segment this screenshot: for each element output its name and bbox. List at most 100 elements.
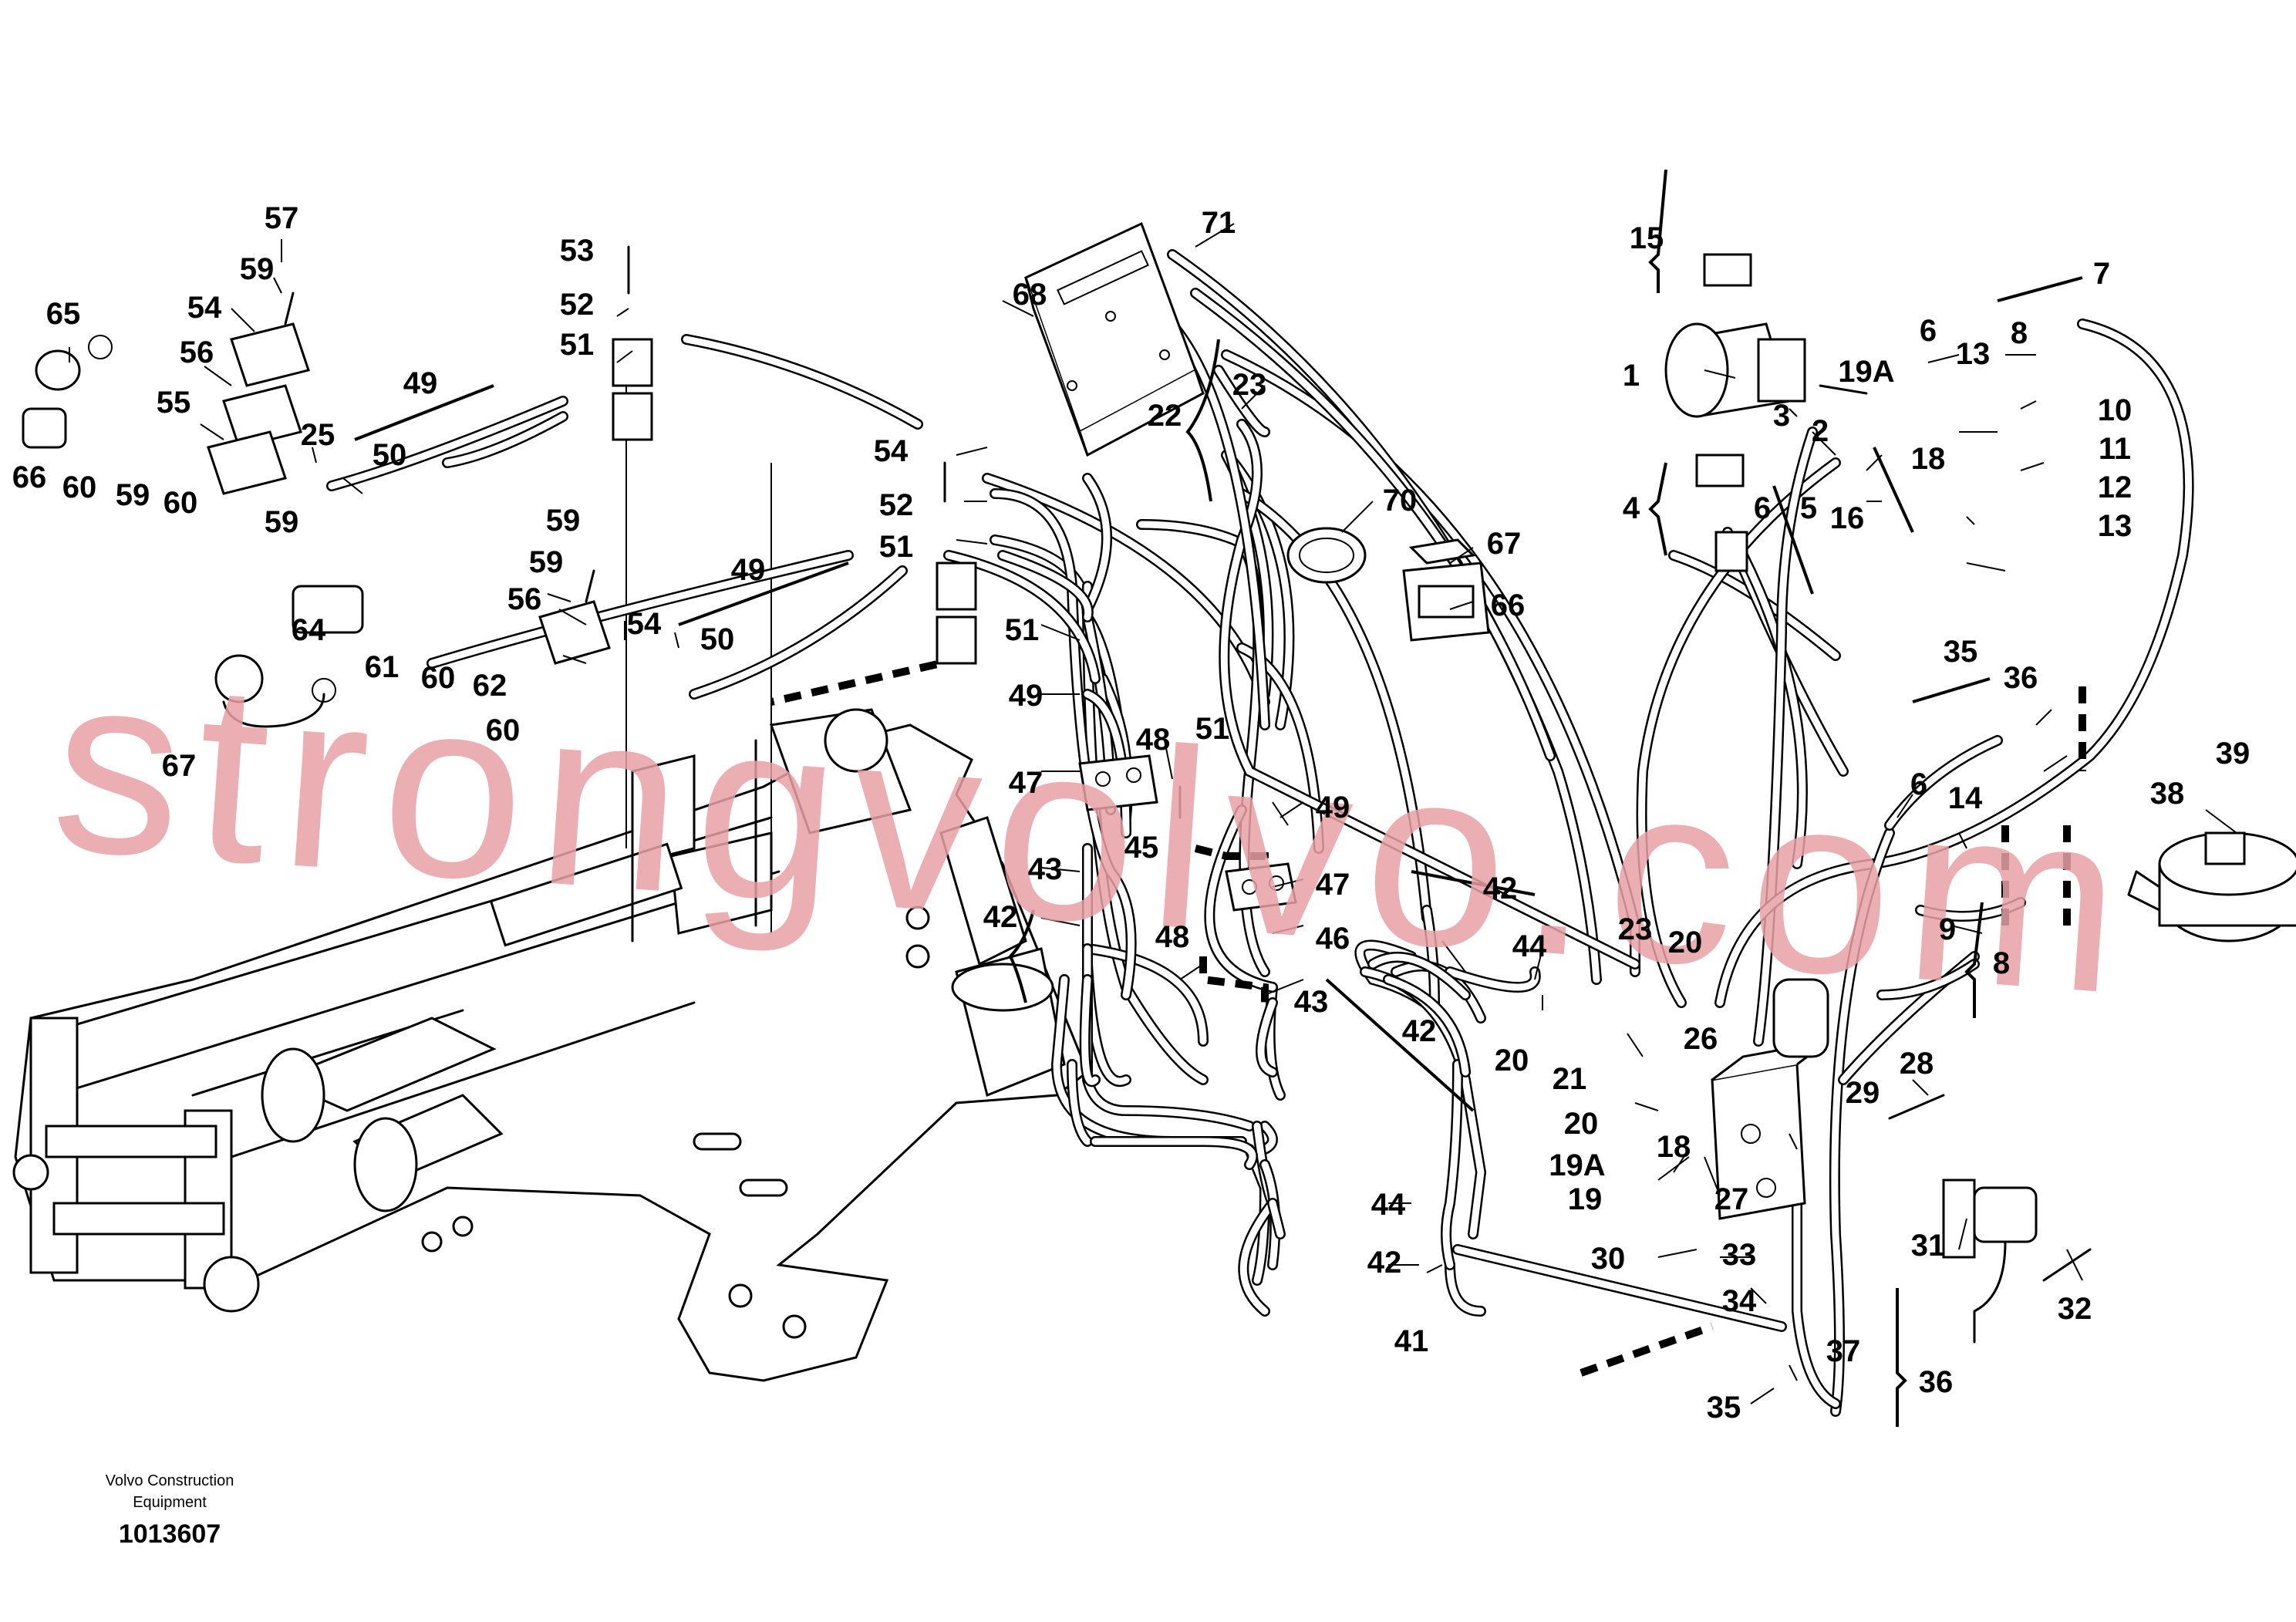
callout-19: 19 [1568, 1182, 1603, 1216]
braces [354, 169, 2083, 1427]
callout-20-b: 20 [1668, 926, 1703, 959]
callout-26: 27 [1714, 1182, 1749, 1216]
footer-block: Volvo Construction Equipment 1013607 [106, 1472, 234, 1549]
solenoid-icon [1942, 1179, 2038, 1344]
callout-29: 30 [1591, 1242, 1626, 1276]
callout-62: 65 [46, 297, 81, 331]
callout-3: 3 [1773, 399, 1790, 433]
callout-64: 67 [162, 749, 197, 783]
frame-chassis-icon [12, 386, 1089, 1382]
control-unit-icon [1024, 221, 1205, 457]
callout-60-c: 61 [365, 650, 400, 684]
accumulator-icon [2127, 831, 2296, 943]
callout-68: 70 [1383, 484, 1418, 518]
callout-6-b: 6 [1910, 767, 1927, 801]
callout-60-a: 60 [62, 470, 97, 504]
callout-59-a: 59 [116, 478, 150, 512]
callout-33: 34 [1722, 1284, 1757, 1318]
callout-44-b: 47 [1316, 868, 1350, 902]
callout-30: 31 [1911, 1229, 1946, 1263]
callout-51-b: 52 [879, 488, 914, 522]
callout-25: 26 [1684, 1022, 1718, 1056]
callout-48-mid: 49 [731, 553, 766, 587]
callout-47-a: 49 [1009, 679, 1043, 713]
callout-49-a: 50 [373, 438, 407, 472]
leader-lines [69, 223, 2237, 1404]
callout-32: 33 [1722, 1238, 1757, 1272]
callout-52-b: 54 [874, 434, 909, 468]
callout-57-top: 59 [240, 252, 275, 286]
callout-15: 14 [1948, 781, 1983, 815]
callout-41-b: 42 [1483, 872, 1518, 905]
callout-36-b: 37 [1826, 1334, 1861, 1368]
callout-37: 38 [2150, 777, 2185, 811]
callout-49-b: 50 [700, 622, 735, 656]
callout-50-a: 51 [560, 328, 595, 362]
callout-19A-b: 19A [1838, 355, 1894, 389]
callout-7: 6 [1920, 314, 1937, 348]
callout-18-b: 18 [1911, 442, 1946, 476]
callout-10: 10 [2098, 393, 2132, 427]
callout-59-b: 59 [265, 505, 299, 539]
callout-55: 56 [180, 336, 214, 369]
callout-9-b: 9 [1939, 912, 1956, 946]
callout-40: 42 [1367, 1246, 1402, 1280]
callout-36-a: 36 [2004, 661, 2038, 695]
callout-20-c: 20 [1564, 1107, 1599, 1141]
callout-13: 13 [2098, 509, 2132, 543]
callout-45: 48 [1136, 723, 1171, 757]
hydraulic-hoses [326, 249, 2194, 1417]
callout-52-a: 53 [560, 234, 595, 268]
callout-22: 22 [1148, 399, 1182, 433]
callout-49-d: 51 [1195, 712, 1230, 746]
callout-54-c: 56 [507, 582, 542, 616]
callout-48-top: 49 [403, 366, 438, 400]
callout-54-a: 54 [187, 291, 222, 325]
callout-35-a: 35 [1944, 635, 1978, 669]
callout-49-c: 51 [1005, 613, 1040, 647]
callout-12: 12 [2098, 470, 2132, 504]
pump-icon [1664, 253, 1806, 572]
callout-41-c: 42 [1402, 1014, 1437, 1048]
callout-67: 68 [1013, 278, 1047, 312]
components [22, 221, 2296, 1344]
callout-46: 48 [1155, 920, 1190, 954]
callout-60-b: 60 [164, 486, 198, 520]
callout-63: 66 [12, 460, 47, 494]
clamp-icon [1286, 527, 1367, 584]
callout-4: 4 [1623, 491, 1640, 525]
callout-14: 13 [1956, 337, 1991, 371]
callout-50-b: 51 [879, 530, 914, 564]
callout-2: 2 [1812, 414, 1829, 448]
callout-43-a: 45 [1124, 831, 1159, 865]
callout-43-b: 46 [1316, 922, 1350, 956]
callout-61: 64 [292, 613, 326, 647]
callout-41-a: 42 [983, 900, 1018, 934]
valve-block-icon [1711, 978, 1829, 1220]
callout-59-d: 60 [486, 713, 521, 747]
callout-56-mid: 59 [546, 504, 581, 538]
callout-56-top: 57 [265, 201, 299, 235]
callout-53: 54 [627, 607, 662, 641]
callout-23-top: 23 [1232, 368, 1267, 402]
callout-66: 67 [1487, 527, 1522, 561]
callout-70: 71 [1202, 206, 1236, 240]
callout-8-top: 7 [2093, 257, 2110, 291]
callout-42-b: 43 [1294, 985, 1329, 1019]
callout-31: 32 [2058, 1292, 2092, 1326]
callout-39: 41 [1394, 1324, 1429, 1358]
callout-27: 28 [1900, 1047, 1934, 1081]
callout-60-d: 62 [473, 669, 507, 703]
drawing-number: 1013607 [119, 1519, 221, 1549]
callout-11: 11 [2099, 432, 2131, 466]
company-name-line1: Volvo Construction [106, 1472, 234, 1489]
callout-57-mid: 59 [529, 545, 564, 579]
callout-44-a: 47 [1009, 766, 1043, 800]
company-name-line2: Equipment [133, 1494, 207, 1511]
callout-8-b: 8 [1993, 946, 2010, 980]
callout-59-c: 60 [421, 661, 456, 695]
callout-1: 1 [1623, 359, 1640, 393]
callout-42-a: 43 [1028, 852, 1063, 886]
callout-24: 25 [301, 418, 335, 452]
callout-21: 21 [1553, 1062, 1587, 1096]
